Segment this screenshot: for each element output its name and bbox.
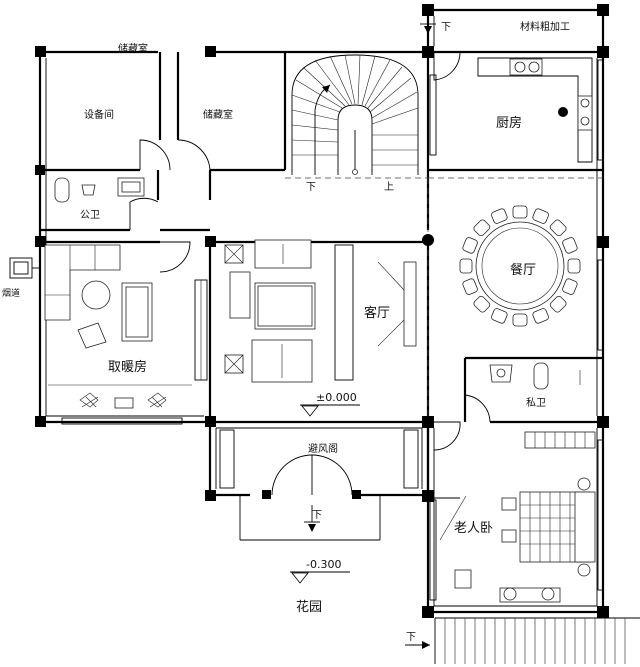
arrow-down-entrance-label: 下 [312, 510, 322, 521]
public-wc-fixtures [54, 177, 145, 203]
dining-chair [512, 313, 528, 327]
dining-chair [532, 208, 549, 224]
dining-chair [562, 237, 578, 254]
storage-room-top-label: 储藏室 [118, 42, 148, 55]
living-room-furniture [224, 239, 417, 383]
top-arrow [420, 23, 436, 34]
kitchen-label: 厨房 [496, 115, 522, 131]
windows [61, 59, 604, 601]
heating-room-furniture [44, 244, 192, 409]
storage-room-mid-label: 储藏室 [203, 108, 233, 121]
dining-chair [491, 208, 508, 224]
dining-chair [532, 308, 549, 324]
dining-table [459, 205, 581, 327]
kitchen-fixtures [477, 57, 593, 163]
public-wc-label: 公卫 [80, 210, 100, 221]
dining-chair [549, 219, 567, 237]
vestibule-label: 避风阁 [308, 442, 338, 455]
doors [129, 20, 604, 499]
equipment-room-label: 设备间 [84, 108, 114, 121]
garden-label: 花园 [296, 599, 322, 615]
dining-chair [462, 237, 478, 254]
elder-bedroom-furniture [439, 431, 596, 603]
dining-table-inner [481, 227, 559, 305]
elevation-garden-label: -0.300 [306, 558, 341, 571]
private-wc-fixtures [489, 362, 581, 390]
elder-bedroom-label: 老人卧 [454, 521, 493, 536]
dining-chair [512, 205, 528, 219]
dining-chair [473, 295, 491, 313]
arrow-down-bottom-label: 下 [406, 632, 416, 643]
material-processing-label: 材料粗加工 [520, 20, 570, 33]
arrow-down-top-label: 下 [441, 22, 451, 33]
elevation-living-label: ±0.000 [316, 391, 357, 404]
open-boundaries [285, 177, 603, 416]
heating-room-label: 取暖房 [108, 359, 147, 375]
dining-table-top [475, 221, 565, 311]
dining-chair [462, 278, 478, 295]
dining-chair [562, 278, 578, 295]
elevation-marker-living [300, 404, 360, 417]
private-wc-label: 私卫 [526, 397, 546, 409]
living-room-label: 客厅 [364, 305, 390, 321]
stair-up-label: 上 [384, 181, 394, 193]
stair-down-label: 下 [306, 182, 316, 193]
south-steps [405, 617, 640, 664]
entrance-arrow [304, 505, 320, 532]
spiral-staircase [291, 54, 419, 175]
dining-chair [459, 258, 473, 274]
dining-room-label: 餐厅 [510, 262, 536, 278]
dining-chair [567, 258, 581, 274]
dining-chair [549, 295, 567, 313]
dining-chair [491, 308, 508, 324]
elevation-marker-garden [290, 571, 350, 584]
flue-box [9, 257, 40, 279]
flue-label: 烟道 [2, 287, 20, 299]
columns [35, 4, 609, 618]
dining-chair [473, 219, 491, 237]
